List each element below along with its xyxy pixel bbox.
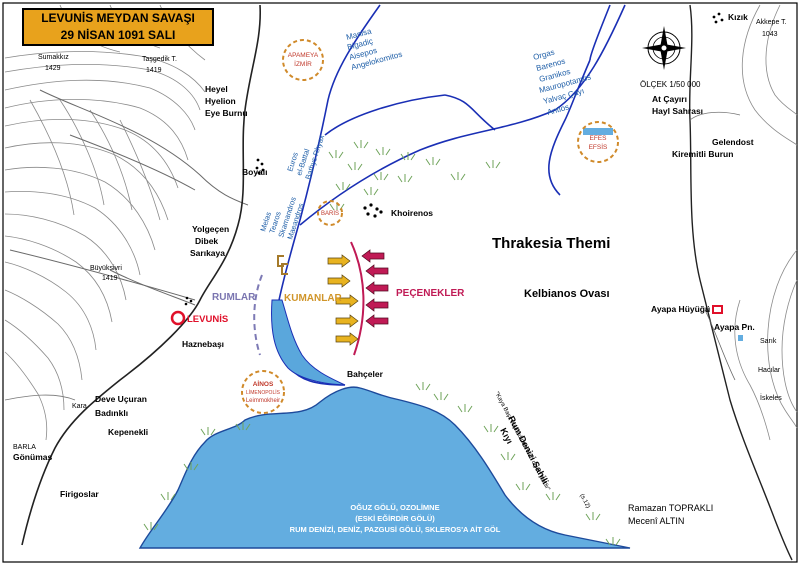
west-shore (21, 4, 262, 546)
place-sarikaya: Sarıkaya (190, 248, 225, 258)
baris-label: BARİS (321, 210, 339, 217)
coast-note: "Kaya Başı, Kıyı adında olan diyen yerdi… (493, 391, 550, 492)
pecenek-front (350, 241, 365, 356)
scale-label: ÖLÇEK 1/50 000 (640, 80, 701, 89)
place-deveucuran: Deve Uçuran (95, 394, 147, 404)
place-haznebasi: Haznebaşı (182, 339, 224, 349)
place-kizik: Kızık (728, 12, 748, 22)
place-gonumas: Gönümas (13, 452, 52, 462)
river2-name-6: Antios (546, 102, 570, 116)
place-heyel: Heyel (205, 84, 228, 94)
place-akkepe: Akkepe T. (756, 19, 787, 26)
place-hacilar: Hacılar (758, 367, 781, 374)
river-mouth (271, 299, 346, 386)
place-dibek: Dibek (195, 236, 218, 246)
rivers (275, 4, 626, 386)
rumlar-label: RUMLAR (212, 292, 256, 303)
place-ayapapn: Ayapa Pn. (714, 322, 755, 332)
map-date: 29 NİSAN 1091 SALI (60, 28, 176, 42)
place-badinkli: Badınklı (95, 408, 128, 418)
author-1: Ramazan TOPRAKLI (628, 503, 713, 513)
pecenek-arrows (361, 249, 389, 328)
bracket-b (281, 263, 288, 275)
place-gelendost: Gelendost (712, 137, 754, 147)
place-bahceler: Bahçeler (347, 369, 384, 379)
place-peak1419b: 1419 (102, 275, 118, 282)
map-title: LEVUNİS MEYDAN SAVAŞI (41, 11, 195, 25)
place-sarik: Sarık (760, 338, 777, 345)
ayapa-marker (712, 305, 723, 314)
place-peak1419: 1419 (146, 67, 162, 74)
apameia-label-2: İZMİR (294, 59, 312, 68)
place-atcayiri: At Çayırı (652, 94, 687, 104)
place-kiremitli: Kiremitli Burun (672, 149, 733, 159)
east-shore (688, 4, 793, 561)
east-mountains (734, 4, 798, 441)
place-eyeburnu: Eye Burnu (205, 108, 248, 118)
efes-label-2: EFSİS (589, 142, 608, 151)
west-mountains (4, 4, 206, 441)
place-tasgedik: Taşgedik T. (142, 56, 177, 63)
river-names-4: Melas Tearos Skamandros Maeandros (258, 196, 305, 241)
apameia-label-1: APAMEYA (288, 52, 319, 59)
place-hyelion: Hyelion (205, 96, 236, 106)
settlement-dots (184, 12, 724, 306)
ainos-label-3: Leimmokheir (246, 398, 280, 404)
lake-name-3: RUM DENİZİ, DENİZ, PAZGUSİ GÖLÜ, SKLEROS… (290, 525, 501, 534)
place-khoirenos: Khoirenos (391, 208, 433, 218)
lake-name-1: OĞUZ GÖLÜ, OZOLİMNE (350, 503, 439, 512)
river-names-1: Manisa Bigadiç Aisepos Angelokomitos (345, 26, 403, 72)
place-iskeles: İskeles (760, 393, 782, 402)
author-2: Mecenî ALTIN (628, 516, 684, 526)
place-sumakkiz: Sumakkız (38, 54, 69, 61)
efes-label-1: EFES (590, 135, 608, 142)
place-buyuksivri: Büyüksivri (90, 265, 122, 272)
place-hayisahrasi: Hayl Sahrası (652, 106, 703, 116)
place-kepenekli: Kepenekli (108, 427, 148, 437)
place-yolgecen: Yolgeçen (192, 224, 229, 234)
grass-tufts (143, 140, 621, 546)
place-barla: BARLA (13, 444, 36, 451)
place-peak1429: 1429 (45, 65, 61, 72)
ainos-label-1: AİNOS (253, 380, 274, 388)
place-firigoslar: Firigoslar (60, 489, 99, 499)
compass-icon (642, 26, 686, 70)
kumanlar-label: KUMANLAR (284, 293, 343, 304)
map-title-box: LEVUNİS MEYDAN SAVAŞI 29 NİSAN 1091 SALI (22, 8, 214, 46)
lake-name-2: (ESKİ EĞİRDİR GÖLÜ) (355, 514, 435, 523)
ainos-label-2: LİMENOPOLİS (246, 389, 281, 396)
place-ayapahoyugu: Ayapa Hüyüğü (651, 304, 710, 314)
pecenekler-label: PEÇENEKLER (396, 288, 465, 299)
coast-ref: (s.12) (578, 493, 591, 509)
place-kara: Kara (72, 403, 87, 410)
river-names-3: Euros el-Battal Bathys Rhyax (285, 134, 326, 181)
city-circles (241, 39, 619, 414)
levunis-label: LEVUNİS (187, 314, 228, 325)
rumlar-front (253, 274, 263, 356)
plain-name: Kelbianos Ovası (524, 288, 610, 300)
west-streams (9, 89, 249, 306)
kuman-arrows (327, 254, 359, 346)
place-peak1043: 1043 (762, 31, 778, 38)
levunis-marker (170, 310, 186, 326)
region-name: Thrakesia Themi (492, 235, 610, 252)
place-boyali: Boyalı (242, 167, 268, 177)
river-names-2: Orgas Barenos Granikos Mauropotamos Yalv… (532, 48, 592, 117)
lake (138, 386, 631, 549)
